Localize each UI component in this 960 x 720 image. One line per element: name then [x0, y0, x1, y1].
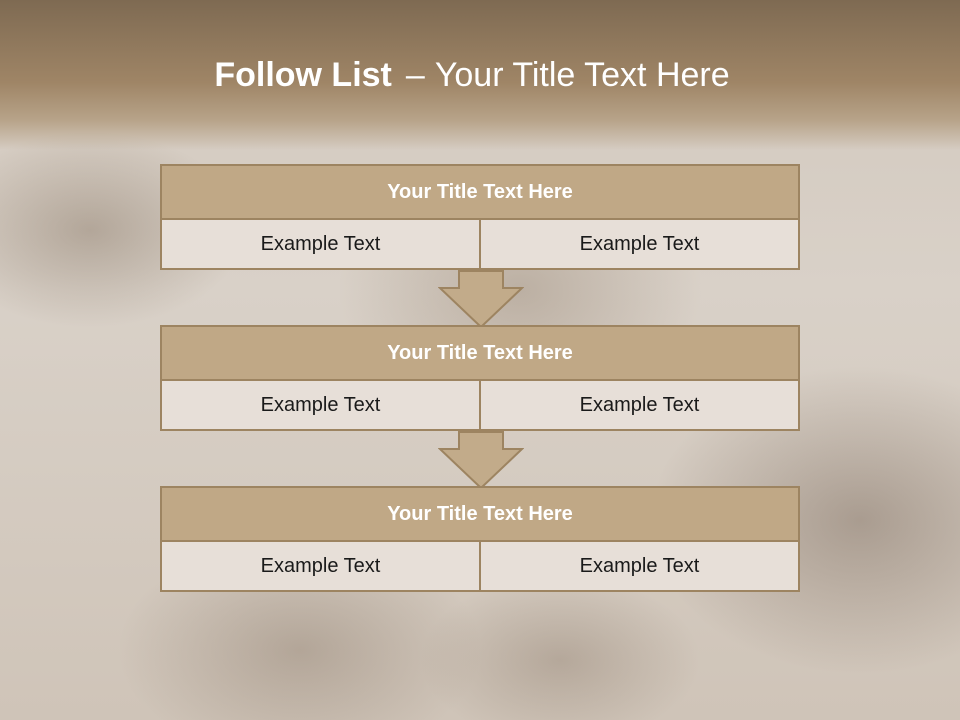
block-cell-left: Example Text: [260, 554, 381, 577]
list-block-3: Your Title Text Here Example Text Exampl…: [160, 486, 800, 592]
block-row: Example Text Example Text: [160, 381, 800, 431]
block-title: Your Title Text Here: [160, 325, 800, 381]
block-cell-left: Example Text: [260, 232, 381, 255]
slide-title: Follow List–Your Title Text Here: [0, 52, 944, 98]
block-cell-left: Example Text: [260, 393, 381, 416]
block-row: Example Text Example Text: [160, 220, 800, 270]
block-row: Example Text Example Text: [160, 542, 800, 592]
down-arrow-icon: [438, 431, 524, 489]
title-separator: –: [405, 56, 425, 94]
list-block-2: Your Title Text Here Example Text Exampl…: [160, 325, 800, 431]
title-rest: Your Title Text Here: [434, 56, 730, 94]
block-cell-right: Example Text: [479, 220, 798, 268]
down-arrow-icon: [438, 270, 524, 328]
block-cell-right: Example Text: [479, 542, 798, 590]
title-bold: Follow List: [214, 56, 392, 94]
block-title: Your Title Text Here: [160, 486, 800, 542]
title-band: [0, 0, 960, 150]
block-cell-right: Example Text: [479, 381, 798, 429]
block-title: Your Title Text Here: [160, 164, 800, 220]
list-block-1: Your Title Text Here Example Text Exampl…: [160, 164, 800, 270]
